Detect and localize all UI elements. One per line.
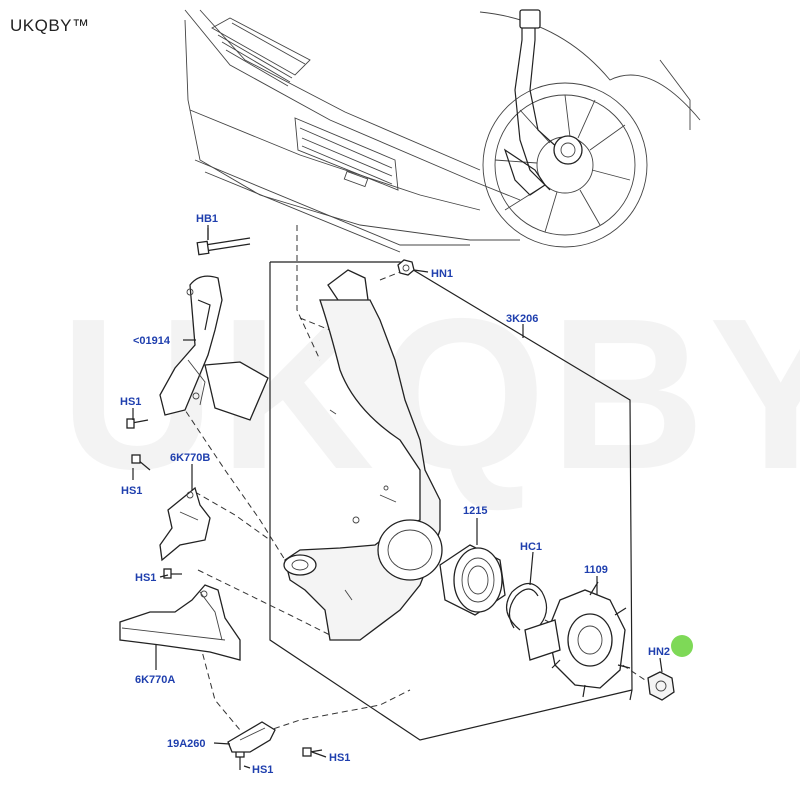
hn1-nut <box>397 259 415 276</box>
part-01914-shield <box>159 275 269 421</box>
part-1215-bearing <box>439 544 506 616</box>
label-hs1-right[interactable]: HS1 <box>329 752 350 764</box>
label-hs1-third[interactable]: HS1 <box>135 572 156 584</box>
label-3k206[interactable]: 3K206 <box>506 313 538 325</box>
label-hb1[interactable]: HB1 <box>196 213 218 225</box>
vehicle-front-illustration <box>184 9 701 253</box>
label-hc1[interactable]: HC1 <box>520 541 542 553</box>
brand-logo-text: UKQBY™ <box>10 16 90 35</box>
label-1109[interactable]: 1109 <box>584 564 608 576</box>
part-3k206-knuckle <box>283 269 443 641</box>
highlight-marker-dot <box>671 635 693 657</box>
part-1109-hub <box>524 581 631 698</box>
label-6k770a[interactable]: 6K770A <box>135 674 175 686</box>
label-hs1-second[interactable]: HS1 <box>121 485 142 497</box>
hs1-screws <box>126 418 323 770</box>
part-6k770b-bracket <box>159 486 211 562</box>
assembly-frame-lines <box>174 225 646 741</box>
hn2-nut <box>647 671 675 701</box>
part-6k770a-shield <box>119 584 241 661</box>
label-hs1-upper[interactable]: HS1 <box>120 396 141 408</box>
label-hn2[interactable]: HN2 <box>648 646 670 658</box>
part-labels: HB1 <01914 HS1 HS1 6K770B HS1 6K770A 19A… <box>120 213 670 776</box>
label-19a260[interactable]: 19A260 <box>167 738 206 750</box>
leader-lines <box>132 225 663 769</box>
hb1-bolt <box>196 228 251 256</box>
label-01914[interactable]: <01914 <box>133 335 171 347</box>
part-19a260-clip <box>227 721 276 753</box>
hc1-circlip <box>505 582 548 631</box>
label-hs1-bottom[interactable]: HS1 <box>252 764 273 776</box>
label-6k770b[interactable]: 6K770B <box>170 452 210 464</box>
label-1215[interactable]: 1215 <box>463 505 487 517</box>
label-hn1[interactable]: HN1 <box>431 268 453 280</box>
